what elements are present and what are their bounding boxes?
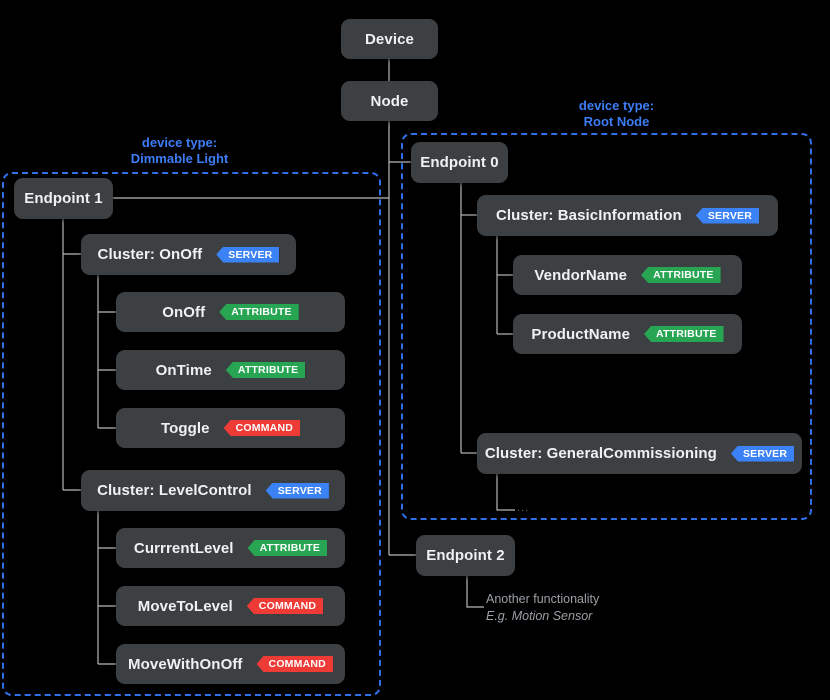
badge-server: SERVER: [695, 207, 760, 224]
device-type-caption-dimmable-light: device type: Dimmable Light: [92, 135, 267, 167]
badge-command: COMMAND: [223, 420, 301, 436]
endpoint-2-annotation-line2: E.g. Motion Sensor: [486, 609, 593, 623]
node-endpoint-1[interactable]: Endpoint 1: [14, 178, 113, 219]
cluster-generalcommissioning-label: Cluster: GeneralCommissioning: [484, 445, 717, 462]
node-item-toggle[interactable]: Toggle COMMAND: [116, 408, 345, 448]
badge-attribute: ATTRIBUTE: [247, 540, 328, 556]
item-currrentlevel-label: CurrrentLevel: [133, 539, 234, 557]
badge-command: COMMAND: [256, 656, 333, 672]
node-item-productname[interactable]: ProductName ATTRIBUTE: [513, 314, 742, 354]
node-item-ontime[interactable]: OnTime ATTRIBUTE: [116, 350, 345, 390]
device-type-prefix: device type:: [578, 98, 655, 113]
endpoint-2-label: Endpoint 2: [426, 547, 505, 564]
item-ontime-label: OnTime: [155, 361, 212, 379]
device-type-prefix: device type:: [141, 135, 218, 150]
node-node-label: Node: [370, 92, 409, 110]
badge-server: SERVER: [265, 482, 329, 499]
item-movewithonoff-label: MoveWithOnOff: [128, 655, 243, 673]
badge-server: SERVER: [730, 445, 795, 462]
region-dimmable-light: [2, 172, 381, 696]
node-item-onoff[interactable]: OnOff ATTRIBUTE: [116, 292, 345, 332]
node-node[interactable]: Node: [341, 81, 438, 121]
node-item-vendorname[interactable]: VendorName ATTRIBUTE: [513, 255, 742, 295]
node-item-movetolevel[interactable]: MoveToLevel COMMAND: [116, 586, 345, 626]
device-type-name: Root Node: [583, 114, 650, 129]
node-device[interactable]: Device: [341, 19, 438, 59]
device-type-name: Dimmable Light: [130, 151, 229, 166]
badge-attribute: ATTRIBUTE: [641, 267, 721, 283]
endpoint-2-annotation-line1: Another functionality: [486, 592, 600, 606]
more-items-ellipsis: ...: [517, 502, 530, 514]
endpoint-0-label: Endpoint 0: [420, 154, 499, 171]
node-cluster-onoff[interactable]: Cluster: OnOff SERVER: [81, 234, 296, 275]
node-endpoint-0[interactable]: Endpoint 0: [411, 142, 508, 183]
badge-attribute: ATTRIBUTE: [219, 304, 299, 320]
cluster-basicinformation-label: Cluster: BasicInformation: [495, 207, 682, 224]
item-productname-label: ProductName: [531, 325, 631, 343]
node-item-movewithonoff[interactable]: MoveWithOnOff COMMAND: [116, 644, 345, 684]
badge-attribute: ATTRIBUTE: [225, 362, 306, 378]
item-onoff-label: OnOff: [162, 303, 206, 321]
node-device-label: Device: [365, 30, 414, 48]
node-cluster-generalcommissioning[interactable]: Cluster: GeneralCommissioning SERVER: [477, 433, 802, 474]
cluster-onoff-label: Cluster: OnOff: [97, 246, 203, 263]
region-root-node: [401, 133, 812, 520]
node-cluster-basicinformation[interactable]: Cluster: BasicInformation SERVER: [477, 195, 778, 236]
node-cluster-levelcontrol[interactable]: Cluster: LevelControl SERVER: [81, 470, 345, 511]
item-toggle-label: Toggle: [160, 419, 210, 437]
item-vendorname-label: VendorName: [534, 266, 628, 284]
device-type-caption-root-node: device type: Root Node: [529, 98, 704, 130]
badge-command: COMMAND: [246, 598, 324, 614]
badge-attribute: ATTRIBUTE: [644, 326, 724, 342]
cluster-levelcontrol-label: Cluster: LevelControl: [97, 482, 252, 499]
endpoint-2-annotation: Another functionality E.g. Motion Sensor: [486, 591, 599, 625]
node-item-currrentlevel[interactable]: CurrrentLevel ATTRIBUTE: [116, 528, 345, 568]
node-endpoint-2[interactable]: Endpoint 2: [416, 535, 515, 576]
endpoint-1-label: Endpoint 1: [24, 190, 103, 207]
badge-server: SERVER: [216, 246, 280, 263]
item-movetolevel-label: MoveToLevel: [137, 597, 233, 615]
